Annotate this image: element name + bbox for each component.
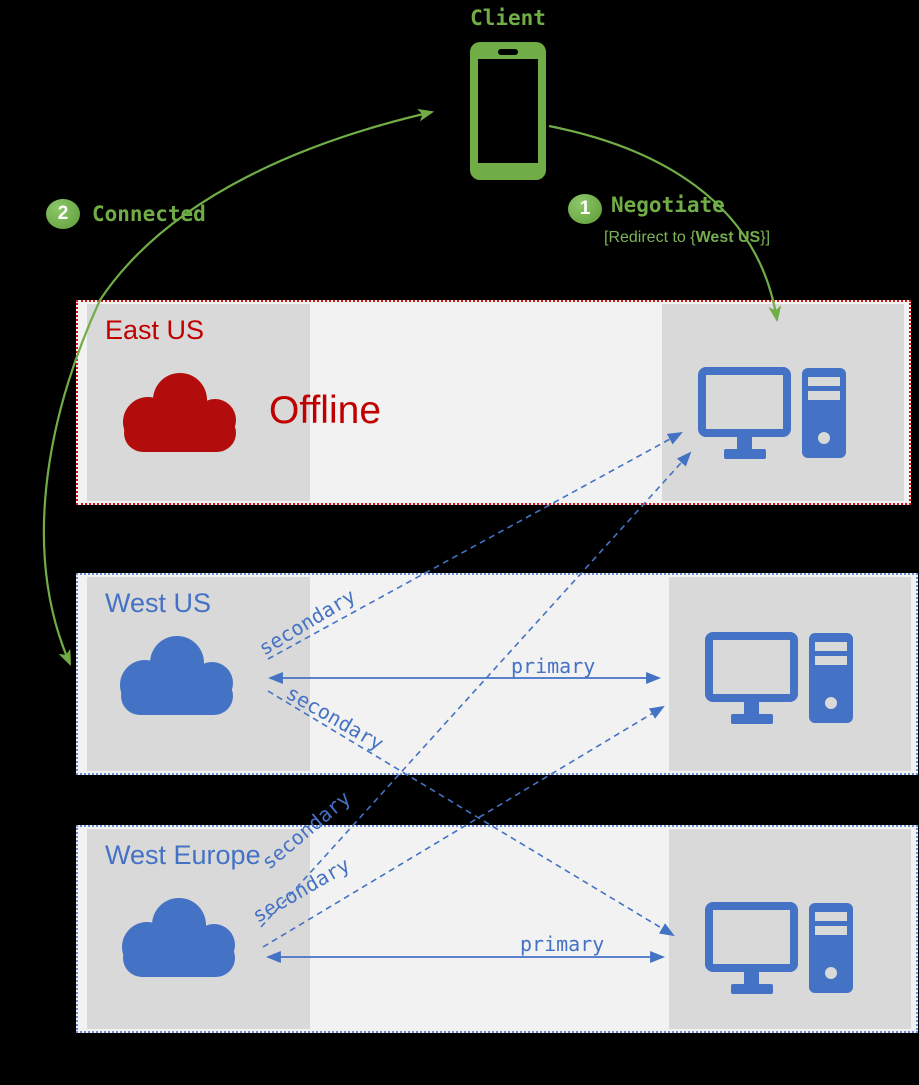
- primary-label-west-us: primary: [511, 654, 596, 678]
- server-icon-west-europe: [705, 902, 855, 994]
- region-west-us: West US: [76, 573, 918, 775]
- monitor-stand: [744, 702, 759, 715]
- tower-icon: [809, 633, 853, 723]
- step-1-badge: 1: [568, 194, 602, 224]
- cloud-icon-east-us: [123, 373, 236, 452]
- phone-screen: [478, 59, 538, 163]
- negotiate-label: Negotiate: [611, 193, 725, 217]
- monitor-stand: [737, 437, 752, 450]
- cloud-icon-west-europe: [122, 898, 235, 977]
- tower-slot: [808, 391, 840, 400]
- monitor-icon: [705, 632, 798, 702]
- redirect-note-region: West US: [695, 229, 761, 246]
- region-title-west-us: West US: [105, 588, 212, 618]
- tower-icon: [809, 903, 853, 993]
- client-label: Client: [470, 6, 546, 30]
- tower-slot: [815, 912, 847, 921]
- west-us-cloud-panel: West US: [87, 577, 310, 771]
- monitor-base: [731, 984, 773, 994]
- redirect-note-suffix: }]: [760, 229, 771, 246]
- region-west-europe: West Europe: [76, 825, 918, 1033]
- redirect-note: [Redirect to {West US}]: [604, 229, 770, 247]
- monitor-icon: [705, 902, 798, 972]
- monitor-base: [731, 714, 773, 724]
- region-east-us: East US Offline: [76, 300, 911, 505]
- power-button: [825, 697, 837, 709]
- monitor-icon: [698, 367, 791, 437]
- phone-speaker: [498, 49, 518, 55]
- server-icon-east-us: [698, 367, 848, 459]
- server-icon-west-us: [705, 632, 855, 724]
- east-us-cloud-panel: East US Offline: [87, 304, 381, 501]
- region-title-east-us: East US: [105, 315, 205, 345]
- west-us-server-panel: [669, 577, 911, 771]
- primary-label-west-europe: primary: [520, 932, 605, 956]
- status-offline: Offline: [269, 389, 382, 432]
- west-europe-server-panel: [669, 829, 911, 1029]
- tower-icon: [802, 368, 846, 458]
- step-2-badge: 2: [46, 199, 80, 229]
- monitor-stand: [744, 972, 759, 985]
- phone-icon: [470, 42, 546, 180]
- redirect-note-prefix: [Redirect to {: [604, 229, 696, 246]
- region-title-west-europe: West Europe: [105, 840, 261, 870]
- connected-label: Connected: [92, 202, 206, 226]
- tower-slot: [815, 656, 847, 665]
- power-button: [825, 967, 837, 979]
- monitor-base: [724, 449, 766, 459]
- tower-slot: [815, 642, 847, 651]
- tower-slot: [808, 377, 840, 386]
- cloud-icon-west-us: [120, 636, 233, 715]
- east-us-server-panel: [662, 304, 904, 501]
- tower-slot: [815, 926, 847, 935]
- power-button: [818, 432, 830, 444]
